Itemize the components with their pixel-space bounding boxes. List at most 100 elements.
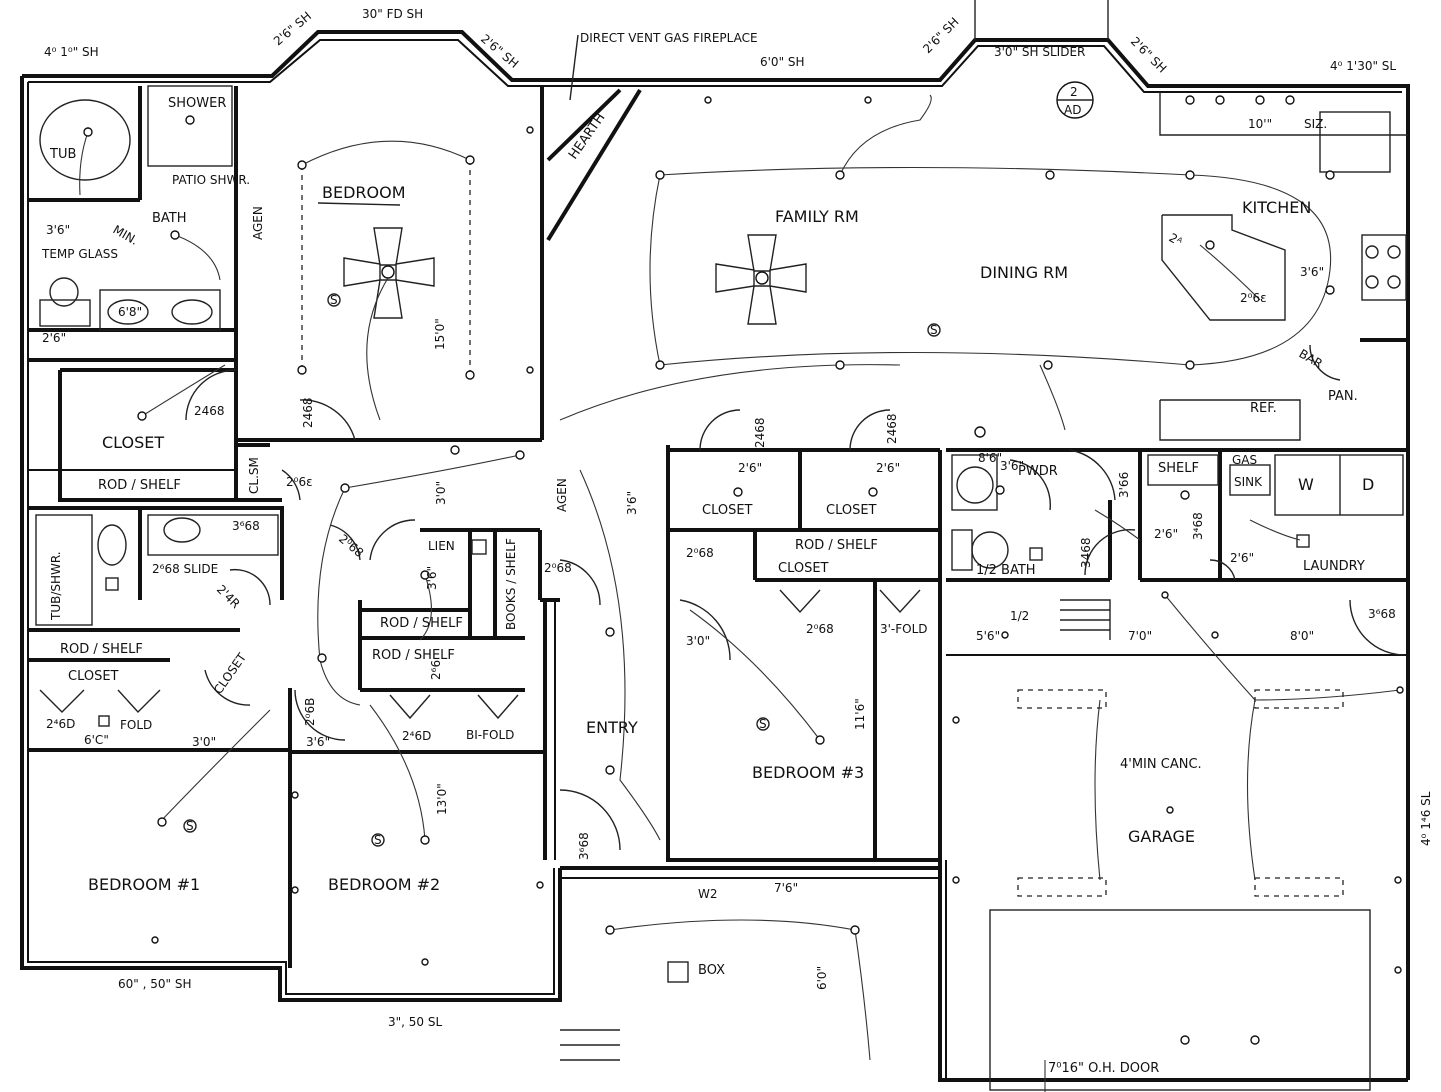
- room-label-sink: SINK: [1234, 475, 1263, 489]
- note-fold: FOLD: [120, 718, 152, 732]
- dim-d7: 2⁰68: [686, 546, 714, 560]
- shower-fixture: [147, 85, 233, 167]
- toilet-fixture: [49, 277, 79, 307]
- room-label-closet-b1: CLOSET: [68, 669, 119, 684]
- ceiling-fan-family: [715, 234, 807, 325]
- switch-symbol: S: [930, 323, 938, 337]
- note-rod-shelf-5: ROD / SHELF: [795, 538, 878, 553]
- room-label-dryer: D: [1362, 475, 1374, 494]
- tub-shower-fixture: [35, 514, 93, 626]
- room-label-bedroom-master: BEDROOM: [322, 183, 406, 202]
- switch-symbol: S: [759, 717, 767, 731]
- section-mark-bottom: AD: [1064, 103, 1081, 117]
- note-slide: 2⁶68 SLIDE: [152, 562, 218, 576]
- dim-d36: 2'6": [42, 331, 66, 345]
- dim-d38: 3'6": [425, 566, 439, 590]
- room-label-books: BOOKS / SHELF: [504, 538, 518, 630]
- dim-d33: 2⁰68: [806, 622, 834, 636]
- room-label-lien: LIEN: [428, 539, 455, 553]
- note-rod-shelf-3: ROD / SHELF: [380, 616, 463, 631]
- dim-d32: 6'C": [84, 733, 109, 747]
- dim-w11: 3", 50 SL: [388, 1015, 442, 1029]
- room-label-box: BOX: [698, 963, 725, 978]
- dim-d22: 5'6": [976, 629, 1000, 643]
- dim-d34: 3⁶68: [1368, 607, 1396, 621]
- dim-d3: 2468: [753, 417, 767, 448]
- dimension-labels: 4⁰ 1⁰" SH 2'6" SH 30" FD SH 2'6" SH 6'0"…: [42, 7, 1433, 1029]
- dim-d26: 6'0": [815, 966, 829, 990]
- room-label-closet-l: CLOSET: [702, 503, 753, 518]
- dim-d37: 2'4R: [214, 582, 243, 611]
- dim-d8: 3⁶68: [577, 832, 591, 860]
- room-label-bedroom3: BEDROOM #3: [752, 763, 864, 782]
- room-label-family: FAMILY RM: [775, 207, 859, 226]
- room-label-patio: PATIO SHWR.: [172, 173, 250, 187]
- ceiling-fan-master: [343, 227, 435, 319]
- note-agen-1: AGEN: [251, 206, 265, 240]
- dim-d31: 2⁴6D: [46, 717, 75, 731]
- room-label-kitchen: KITCHEN: [1242, 198, 1311, 217]
- dim-w12: 4⁰ 1⁴6 SL: [1419, 791, 1433, 846]
- tub-fixture: [39, 99, 131, 181]
- dim-d46: SIZ.: [1304, 117, 1327, 131]
- dim-d16: 3'0": [434, 481, 448, 505]
- note-fireplace: DIRECT VENT GAS FIREPLACE: [580, 31, 758, 45]
- dim-d29: 10'": [1248, 117, 1272, 131]
- room-label-temp-glass: TEMP GLASS: [41, 247, 118, 261]
- dim-w10: 60" , 50" SH: [118, 977, 191, 991]
- dim-d47: 2ᴬ: [1167, 230, 1186, 249]
- room-label-min: MIN.: [111, 222, 141, 247]
- dim-d30: 6'8": [118, 305, 142, 319]
- room-label-closet-r: CLOSET: [826, 503, 877, 518]
- note-rod-shelf-1: ROD / SHELF: [98, 478, 181, 493]
- room-label-bar: BAR: [1297, 346, 1325, 371]
- dim-d17: 3'0": [192, 735, 216, 749]
- bench-fixture: [39, 299, 91, 327]
- dim-d11: 3⁴68: [1191, 512, 1205, 540]
- room-label-clsm: CL.SM: [247, 457, 261, 494]
- dim-d4: 2468: [885, 413, 899, 444]
- dim-d21: 11'6": [853, 698, 867, 730]
- room-label-closet-b3: CLOSET: [778, 561, 829, 576]
- dim-d20: 13'0": [435, 783, 449, 815]
- box-fixture: [667, 961, 689, 983]
- dim-d25: 7'6": [774, 881, 798, 895]
- dim-d24: 8'0": [1290, 629, 1314, 643]
- dim-d5: 2⁰6ε: [286, 475, 313, 489]
- interior-walls: [28, 86, 1408, 1061]
- switch-symbols: S S S S S: [183, 293, 941, 847]
- dim-d48: 2⁰6ε: [1240, 291, 1267, 305]
- dim-d39: 2'6": [1154, 527, 1178, 541]
- room-label-washer: W: [1298, 475, 1314, 494]
- room-label-shower: SHOWER: [168, 96, 226, 111]
- dim-d6: 2⁰68: [544, 561, 572, 575]
- dim-d14: 3'6": [625, 491, 639, 515]
- dim-w9: 4⁰ 1'30" SL: [1330, 59, 1396, 73]
- room-label-gas: GAS: [1232, 453, 1257, 467]
- note-rod-shelf-2: ROD / SHELF: [60, 642, 143, 657]
- note-oh-door: 7⁰16" O.H. DOOR: [1048, 1061, 1159, 1076]
- note-fold3: 3'-FOLD: [880, 622, 928, 636]
- note-agen-2: AGEN: [555, 478, 569, 512]
- room-label-dining: DINING RM: [980, 263, 1068, 282]
- dim-d45: 1/2: [1010, 609, 1029, 623]
- car-outline: [989, 909, 1371, 1091]
- room-label-bedroom2: BEDROOM #2: [328, 875, 440, 894]
- note-rod-shelf-4: ROD / SHELF: [372, 648, 455, 663]
- exterior-walls: [20, 0, 1410, 1082]
- switch-symbol: S: [186, 819, 194, 833]
- room-label-entry: ENTRY: [586, 718, 638, 737]
- dim-d23: 7'0": [1128, 629, 1152, 643]
- room-label-ref: REF.: [1250, 401, 1277, 416]
- dim-d44: 3'6": [1000, 459, 1024, 473]
- section-mark-top: 2: [1070, 85, 1078, 99]
- dim-d40: 2⁴6D: [402, 729, 431, 743]
- dim-d27: 3'6": [1300, 265, 1324, 279]
- dim-d19: 3'6": [306, 735, 330, 749]
- notes-labels: DIRECT VENT GAS FIREPLACE ROD / SHELF RO…: [60, 31, 1202, 1076]
- dim-d28: 3'6": [46, 223, 70, 237]
- room-label-closet-hall: CLOSET: [211, 650, 250, 697]
- room-label-half-bath: 1/2 BATH: [976, 563, 1036, 578]
- dim-d10: 3'66: [1117, 472, 1131, 498]
